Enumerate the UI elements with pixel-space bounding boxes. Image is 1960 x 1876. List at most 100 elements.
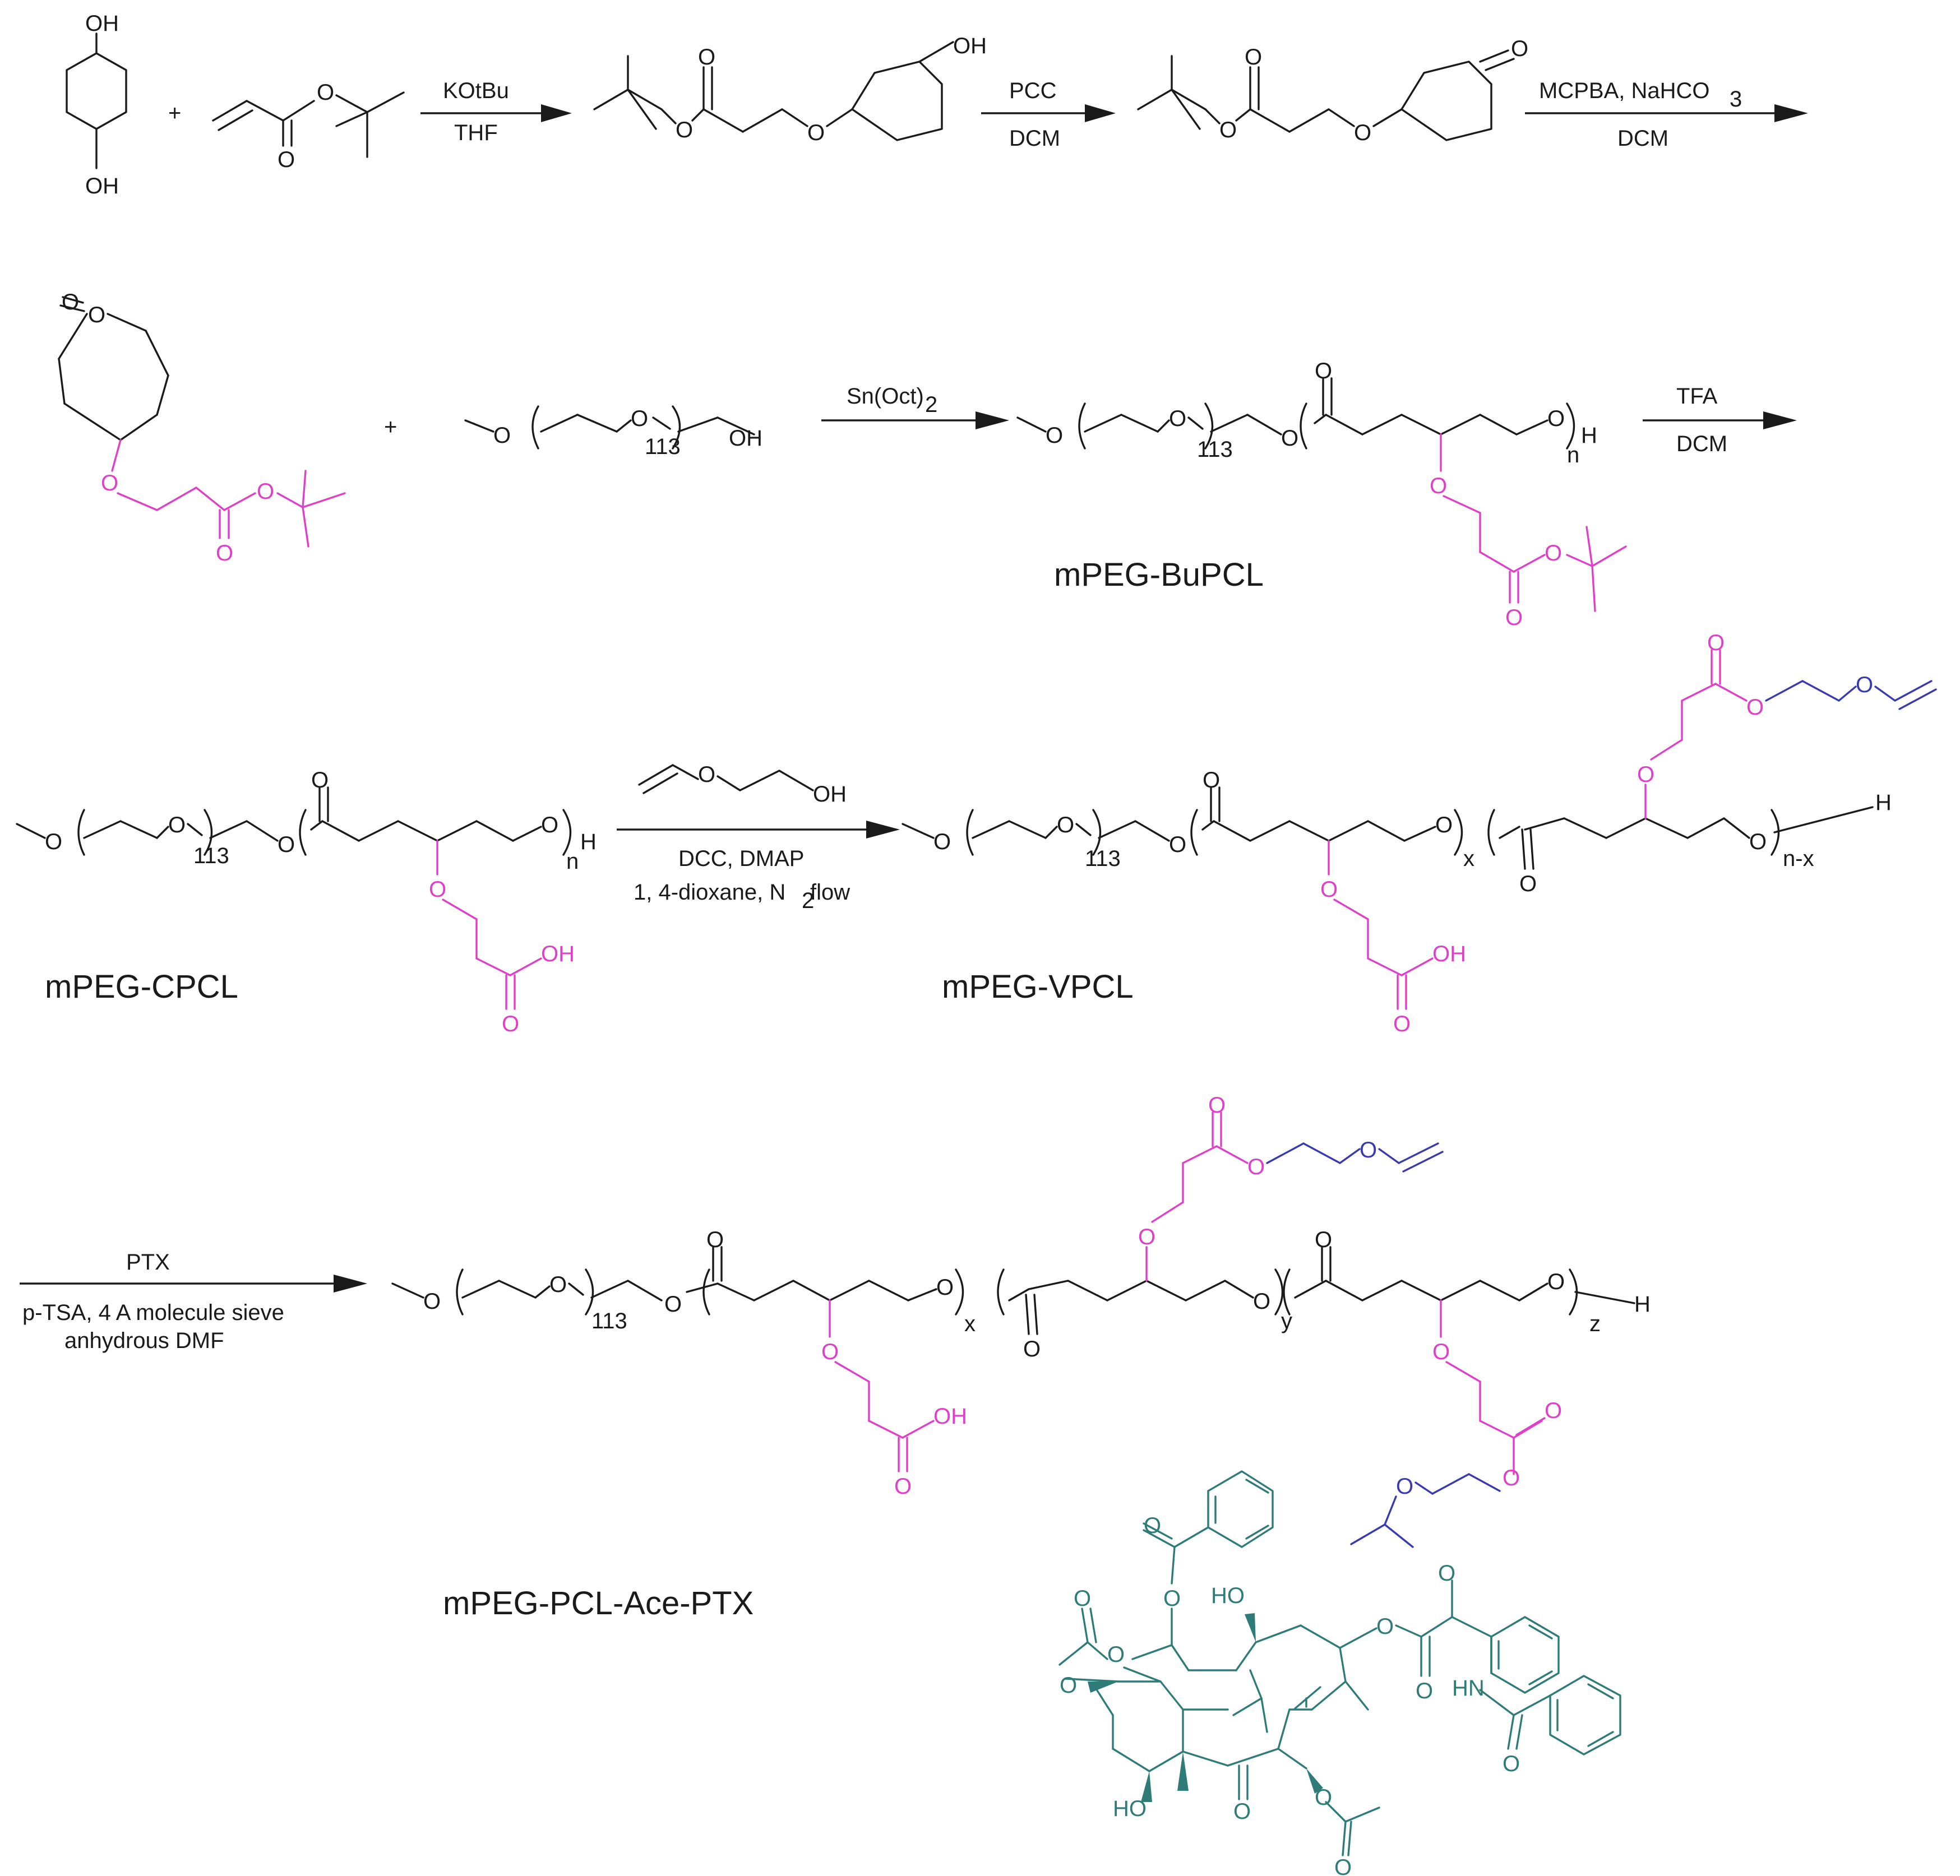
atom-label: O	[1505, 605, 1523, 630]
hydroxy-ether-ester: O O O OH	[593, 34, 987, 145]
atom-label: O	[1416, 1679, 1433, 1703]
reagent-label: p-TSA, 4 A molecule sieve	[22, 1300, 284, 1325]
reagent-label: 1, 4-dioxane, N	[634, 880, 785, 905]
mpeg-vpcl-structure: O O 113 O O O x O O n-x H O OH O O O O O	[902, 631, 1937, 1036]
atom-label: O	[1547, 1270, 1565, 1294]
atom-label: HN	[1452, 1676, 1485, 1701]
atom-label: O	[1430, 474, 1447, 498]
atom-label: O	[821, 1340, 839, 1364]
atom-label: O	[894, 1474, 912, 1499]
atom-label: O	[541, 813, 558, 837]
paclitaxel-core: O O HO O O O HO O O O O O O HN O	[1058, 1470, 1621, 1876]
reaction-arrow-5: TFA DCM	[1643, 384, 1797, 456]
atom-label: O	[1707, 631, 1725, 655]
atom-label: O	[1253, 1289, 1270, 1314]
atom-label: O	[1046, 423, 1063, 448]
atom-label: O	[933, 830, 951, 854]
atom-label: O	[698, 45, 715, 70]
atom-label: OH	[541, 942, 575, 966]
mpeg-oh: O O 113 OH	[464, 405, 762, 459]
atom-label: O	[1163, 1586, 1181, 1611]
atom-label: O	[101, 471, 118, 495]
plus-sign: +	[168, 101, 181, 126]
atom-label: OH	[729, 426, 762, 451]
plus-sign: +	[384, 415, 397, 439]
atom-label: O	[1219, 118, 1237, 142]
atom-label: O	[1074, 1586, 1091, 1611]
mpeg-pcl-ace-ptx-structure: O O 113 O O O x O O y O O z H O OH O O O…	[391, 1093, 1651, 1548]
reagent-subscript: 2	[802, 888, 814, 913]
atom-label: O	[1060, 1673, 1077, 1698]
atom-label: O	[1749, 830, 1767, 854]
atom-label: O	[1138, 1225, 1155, 1249]
reagent-subscript: 3	[1730, 87, 1742, 112]
atom-label: O	[631, 406, 648, 431]
atom-label: O	[1169, 832, 1186, 857]
mpeg-bupcl-structure: O O 113 O O O n H O O O	[1016, 359, 1627, 630]
atom-label: OH	[933, 1404, 967, 1429]
atom-label: O	[317, 80, 334, 105]
reaction-arrow-4: Sn(Oct) 2	[821, 384, 1009, 429]
atom-label: OH	[1432, 942, 1466, 966]
atom-label: O	[1545, 1398, 1562, 1423]
reagent-label: THF	[454, 121, 498, 145]
atom-label: H	[1875, 790, 1892, 815]
atom-label: O	[1435, 813, 1453, 837]
atom-label: O	[1334, 1855, 1352, 1876]
reaction-arrow-2: PCC DCM	[981, 78, 1116, 151]
atom-label: O	[1856, 673, 1873, 697]
cyclohexanediol: OH OH	[66, 11, 127, 198]
reagent-label: Sn(Oct)	[847, 384, 924, 409]
reaction-arrow-6: DCC, DMAP 1, 4-dioxane, N 2 flow	[617, 821, 900, 913]
reaction-arrow-1: KOtBu THF	[420, 78, 572, 145]
atom-label: O	[1503, 1752, 1520, 1776]
reagent-label: KOtBu	[443, 78, 509, 103]
atom-label: HO	[1211, 1583, 1245, 1608]
atom-label: O	[1376, 1614, 1394, 1639]
atom-label: O	[278, 147, 295, 172]
atom-label: O	[1547, 406, 1565, 431]
vinyl-ether-alcohol: O OH	[638, 762, 847, 807]
atom-label: O	[1393, 1012, 1411, 1036]
repeat-subscript: n-x	[1783, 846, 1814, 871]
atom-label: O	[62, 290, 79, 314]
atom-label: O	[1203, 768, 1220, 793]
mpeg-cpcl-structure: O O 113 O O O n H O OH O	[16, 768, 597, 1036]
atom-label: OH	[953, 34, 987, 58]
atom-label: H	[580, 830, 597, 854]
atom-label: O	[1360, 1138, 1377, 1162]
atom-label: O	[257, 479, 274, 504]
reagent-subscript: 2	[925, 392, 937, 417]
compound-label-cpcl: mPEG-CPCL	[45, 969, 238, 1005]
atom-label: O	[936, 1275, 954, 1300]
atom-label: O	[1315, 359, 1332, 383]
atom-label: O	[1432, 1340, 1450, 1364]
atom-label: O	[1396, 1474, 1413, 1499]
atom-label: O	[1023, 1337, 1041, 1361]
compound-label-ptx: mPEG-PCL-Ace-PTX	[443, 1585, 754, 1622]
atom-label: OH	[85, 174, 119, 198]
reagent-label: DCM	[1617, 126, 1668, 151]
repeat-subscript: 113	[193, 844, 229, 868]
keto-ether-ester: O O O O	[1137, 36, 1528, 145]
atom-label: O	[502, 1012, 519, 1036]
repeat-subscript: 113	[591, 1309, 627, 1333]
compound-label-vpcl: mPEG-VPCL	[942, 969, 1134, 1005]
atom-label: O	[216, 541, 233, 566]
atom-label: O	[1144, 1513, 1161, 1538]
atom-label: O	[1169, 406, 1186, 431]
atom-label: O	[698, 762, 715, 787]
atom-label: O	[493, 423, 511, 448]
tert-butyl-acrylate: O O	[212, 80, 405, 172]
repeat-subscript: x	[964, 1312, 976, 1336]
repeat-subscript: x	[1463, 846, 1474, 871]
atom-label: O	[676, 118, 693, 142]
atom-label: O	[1107, 1642, 1125, 1667]
atom-label: O	[1281, 426, 1298, 451]
atom-label: O	[1746, 695, 1764, 720]
atom-label: O	[1438, 1561, 1455, 1586]
atom-label: O	[1637, 762, 1654, 787]
atom-label: O	[1057, 813, 1074, 837]
repeat-subscript: 113	[645, 434, 681, 459]
